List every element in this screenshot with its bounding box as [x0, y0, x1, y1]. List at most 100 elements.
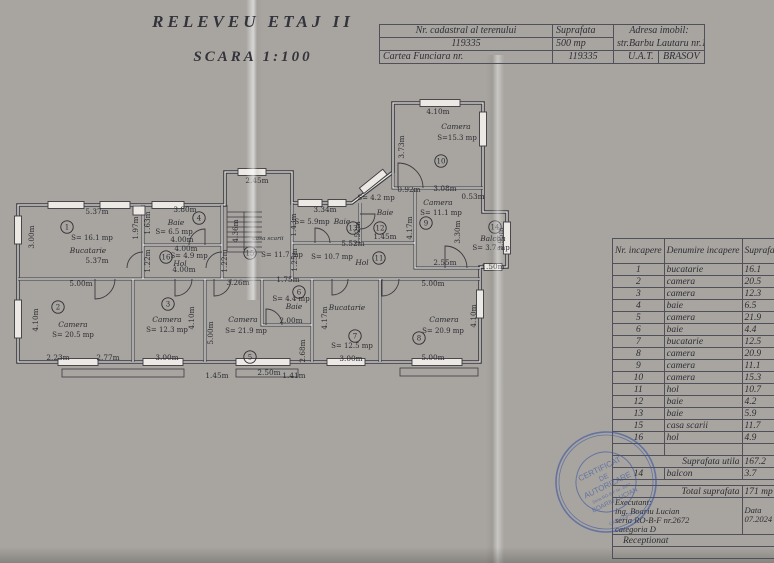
dimension-label: 2.77m: [96, 353, 119, 362]
room-name-label: Hol: [172, 259, 187, 268]
dimension-label: 4.10m: [187, 306, 196, 329]
dimension-label: 4.17m: [320, 306, 329, 329]
dimension-label: 2.00m: [279, 316, 302, 325]
room-area-label: S= 6.5 mp: [155, 228, 193, 236]
scale-label: SCARA 1:100: [193, 49, 313, 65]
dimension-label: 1.63m: [143, 211, 152, 234]
land-book-value: 119335: [553, 51, 614, 63]
dimension-label: 3.73m: [397, 135, 406, 158]
executant-row: Executant: ing. Boariu Lucian seria RO-B…: [612, 497, 774, 535]
room-name-cell: baie: [663, 395, 743, 408]
dimension-label: 3.00m: [155, 353, 178, 362]
room-number-badge: [161, 297, 175, 311]
dimension-label: 5.00m: [421, 353, 444, 362]
room-area-label: S= 20.9 mp: [422, 327, 464, 335]
room-name-label: Baie: [333, 217, 351, 226]
room-number: 6: [297, 289, 302, 297]
room-area-cell: 4.9: [741, 431, 774, 444]
dimension-label: 1.97m: [131, 216, 140, 239]
dimension-label: 2.45m: [245, 176, 268, 185]
dimension-label: 5.52m: [341, 239, 364, 248]
room-number-cell: 13: [612, 407, 665, 420]
room-number-cell: 8: [612, 347, 665, 360]
room-name-label: Baie: [285, 302, 303, 311]
room-number-cell: 9: [612, 359, 665, 372]
room-area-label: S=15.3 mp: [437, 134, 477, 142]
room-area-label: S= 4.2 mp: [357, 194, 395, 202]
room-name-label: Camera: [152, 315, 181, 324]
room-area-label: S= 11.7 mp: [261, 251, 303, 259]
room-name-cell: camera: [663, 359, 743, 372]
room-number-cell: 12: [612, 395, 665, 408]
room-number-badge: [372, 251, 386, 265]
room-name-label: Balcon: [479, 234, 506, 243]
dimension-label: 1.45m: [205, 371, 228, 380]
room-number: 15: [246, 250, 255, 258]
room-area-cell: 11.1: [741, 359, 774, 372]
room-area-label: S= 4.4 mp: [272, 295, 310, 303]
room-name-cell: camera: [663, 347, 743, 360]
dimension-label: 2.68m: [298, 339, 307, 362]
room-number: 7: [353, 333, 357, 341]
room-name-label: Camera: [429, 315, 458, 324]
room-area-cell: 6.5: [741, 299, 774, 312]
executant-series: seria RO-B-F nr.2672: [615, 515, 690, 525]
room-number-cell: 10: [612, 371, 665, 384]
dimension-label: 4.00m: [172, 265, 195, 274]
date-value: 07.2024: [744, 514, 773, 524]
usable-area-value: 167.2: [741, 455, 774, 468]
dimension-label: 1.41m: [282, 371, 305, 380]
dimension-label: 2.55m: [433, 258, 456, 267]
room-number: 10: [437, 158, 446, 166]
room-number: 14: [491, 224, 500, 232]
room-area-cell: 12.5: [741, 335, 774, 348]
dimension-label: 4.10m: [31, 308, 40, 331]
dimension-label: 1.45m: [373, 232, 396, 241]
room-area-table: Nr. incapere Denumire incapere Suprafata…: [611, 238, 774, 559]
room-area-label: S= 10.7 mp: [311, 253, 353, 261]
executant-category: categoria D: [615, 524, 656, 534]
stamp-line2: DE: [598, 473, 610, 484]
dimension-label: 4.10m: [426, 107, 449, 116]
room-name-cell: camera: [663, 311, 743, 324]
room-area-cell: 10.7: [741, 383, 774, 396]
room-number: 2: [56, 304, 60, 312]
room-name-label: Camera: [441, 122, 470, 131]
room-number: 13: [349, 225, 358, 233]
room-number-badge: [159, 250, 173, 264]
room-area-label: S= 21.9 mp: [225, 327, 267, 335]
room-area-label: S= 12.5 mp: [331, 342, 373, 350]
room-name-label: Baie: [167, 218, 185, 227]
header-room-name: Denumire incapere: [663, 238, 743, 264]
dimension-label: 3.08m: [433, 184, 456, 193]
dimension-label: 3.26m: [226, 278, 249, 287]
dimension-label: 1.52m: [353, 221, 362, 244]
room-number: 16: [162, 254, 171, 262]
room-number-badge: [434, 154, 448, 168]
cadastral-number-label: Nr. cadastral al terenului: [380, 25, 553, 38]
room-number-cell: 4: [612, 299, 665, 312]
room-number-cell: 3: [612, 287, 665, 300]
room-area-cell: 4.4: [741, 323, 774, 336]
dimension-label: 1.43m: [289, 213, 298, 236]
date-label: Data: [744, 505, 762, 515]
room-number: 4: [197, 215, 202, 223]
room-number-cell: 1: [612, 263, 665, 276]
dimension-label: 5.37m: [85, 256, 108, 265]
authorization-stamp: CERTIFICAT DE AUTORIZARE Seria RO-B-F Nr…: [555, 431, 657, 533]
dimension-label: 1.22m: [143, 249, 152, 272]
room-area-cell: 5.9: [741, 407, 774, 420]
room-number-badge: [60, 220, 74, 234]
room-name-cell: bucatarie: [663, 263, 743, 276]
room-number-badge: [292, 285, 306, 299]
dimension-label: 4.00m: [174, 244, 197, 253]
room-number-cell: 5: [612, 311, 665, 324]
